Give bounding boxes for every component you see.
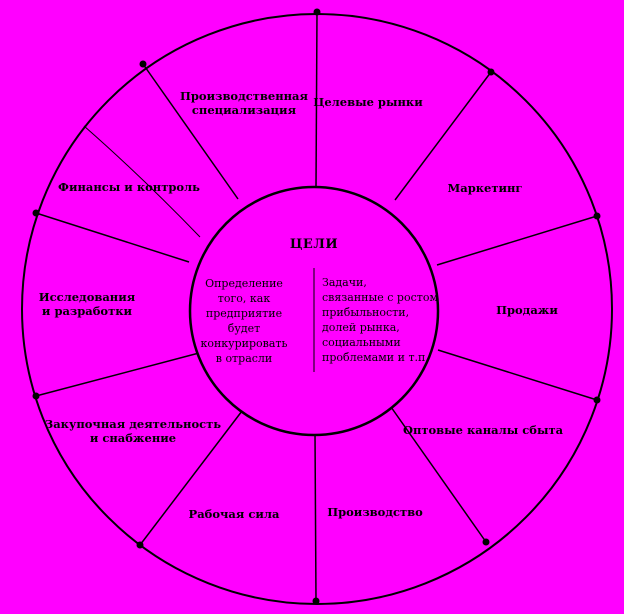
spoke-dot-9: [32, 209, 40, 217]
center-text-line: Задачи,: [322, 276, 367, 289]
spoke-dot-1: [313, 8, 321, 16]
segment-label-line: Оптовые каналы сбыта: [403, 423, 564, 437]
spoke-line-2: [394, 71, 492, 201]
segment-label-line: и снабжение: [90, 431, 176, 445]
spoke-line-7: [139, 410, 243, 546]
spoke-line-6: [314, 432, 317, 602]
spoke-line-9: [35, 212, 190, 263]
center-title: ЦЕЛИ: [290, 237, 338, 252]
segment-label-line: и разработки: [42, 304, 133, 318]
spoke-line-4: [437, 349, 598, 401]
segment-label-line: Производственная: [180, 89, 308, 103]
spoke-dot-3: [593, 212, 601, 220]
spoke-line-1: [315, 11, 318, 188]
segment-label-7: Рабочая сила: [189, 507, 280, 521]
segment-label-line: Исследования: [39, 290, 136, 304]
segment-label-10: Финансы и контроль: [58, 180, 200, 194]
center-right-text: Задачи, связанные с ростом прибыльности, до…: [322, 276, 438, 364]
center-left-text: Определение того, как предприятие будет конк…: [200, 277, 287, 365]
center-text-line: будет: [228, 322, 260, 335]
segment-label-line: Закупочная деятельность: [45, 417, 221, 431]
segment-label-line: Финансы и контроль: [58, 180, 200, 194]
segment-label-5: Оптовые каналы сбыта: [403, 423, 564, 437]
center-text-line: долей рынка,: [322, 321, 400, 334]
segment-label-line: Рабочая сила: [189, 507, 280, 521]
spoke-line-3: [436, 215, 598, 266]
center-text-line: проблемами и т.п.: [322, 351, 429, 364]
segment-label-4: Продажи: [496, 303, 558, 317]
center-text-line: того, как: [218, 292, 271, 305]
center-text-line: конкурировать: [200, 337, 287, 350]
spoke-line-8: [35, 352, 200, 397]
segment-label-line: специализация: [192, 103, 297, 117]
segment-label-line: Целевые рынки: [313, 95, 423, 109]
segment-label-line: Производство: [327, 505, 423, 519]
spoke-dot-6: [312, 597, 320, 605]
center-text-line: Определение: [205, 277, 283, 290]
center-text-line: в отрасли: [216, 352, 272, 365]
spoke-dot-2: [487, 68, 495, 76]
center-text-line: социальными: [322, 336, 401, 349]
spoke-dot-4: [593, 396, 601, 404]
spoke-line-10: [142, 63, 239, 200]
segment-label-line: Продажи: [496, 303, 558, 317]
spoke-dot-8: [32, 392, 40, 400]
center-text-line: предприятие: [206, 307, 282, 320]
segment-label-3: Маркетинг: [448, 181, 523, 195]
segment-label-line: Маркетинг: [448, 181, 523, 195]
segment-label-6: Производство: [327, 505, 423, 519]
spoke-dot-7: [136, 541, 144, 549]
center-text-line: связанные с ростом: [322, 291, 438, 304]
spoke-line-5: [390, 406, 487, 543]
spoke-dot-10: [139, 60, 147, 68]
finance-accent-line: [83, 125, 201, 238]
segment-label-2: Целевые рынки: [313, 95, 423, 109]
spoke-dot-5: [482, 538, 490, 546]
center-text-line: прибыльности,: [322, 306, 409, 319]
